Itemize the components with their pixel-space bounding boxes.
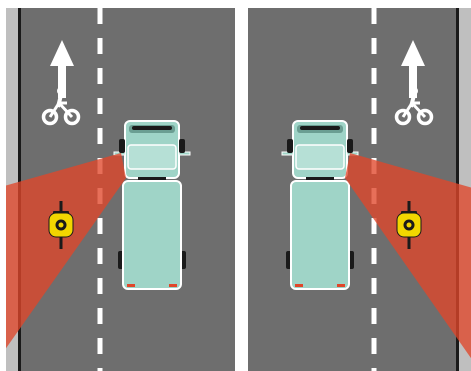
- right-panel: [248, 8, 471, 371]
- truck: [114, 121, 190, 289]
- truck: [282, 121, 358, 289]
- panel-divider: [235, 0, 248, 371]
- left-panel: [0, 8, 235, 371]
